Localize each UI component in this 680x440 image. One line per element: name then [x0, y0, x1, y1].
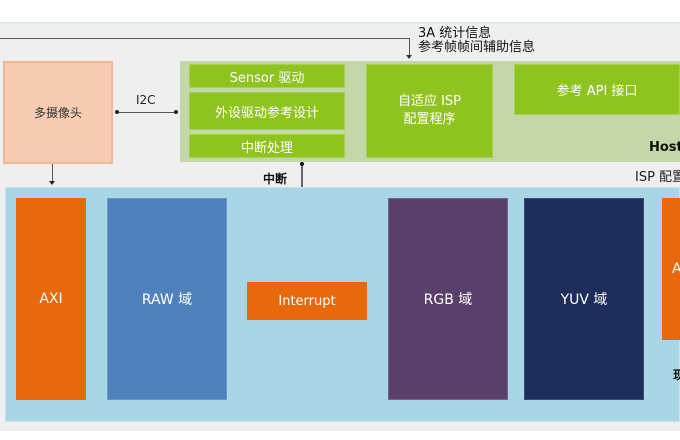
feedback-line-horizontal: [0, 38, 410, 39]
adaptive-isp-config-block: 自适应 ISP 配置程序: [366, 64, 493, 158]
stats-label-line1: 3A 统计信息: [418, 26, 492, 41]
right-partial-text: 现: [673, 368, 680, 382]
interrupt-text-label: 中断: [263, 172, 288, 186]
i2c-dot-right-icon: [174, 110, 178, 114]
interrupt-block-label: Interrupt: [278, 293, 336, 309]
right-partial-label: A: [672, 261, 680, 277]
stats-label-line2: 参考帧帧间辅助信息: [418, 40, 536, 55]
api-interface-label: 参考 API 接口: [556, 84, 638, 99]
sensor-driver-label: Sensor 驱动: [229, 70, 305, 86]
sensor-driver-block: Sensor 驱动: [189, 64, 345, 88]
camera-block: 多摄像头: [3, 61, 113, 164]
raw-domain-label: RAW 域: [141, 292, 193, 308]
host-label: Host: [649, 140, 680, 155]
i2c-label: I2C: [136, 93, 156, 107]
interrupt-handling-label: 中断处理: [240, 140, 293, 156]
rgb-domain-label: RGB 域: [423, 292, 473, 308]
interrupt-handling-block: 中断处理: [189, 134, 345, 158]
feedback-arrow-icon: [406, 55, 412, 59]
camera-down-arrow-icon: [49, 181, 55, 185]
axi-label: AXI: [39, 291, 63, 307]
camera-label: 多摄像头: [33, 106, 82, 120]
feedback-line-vertical: [409, 38, 410, 56]
peripheral-driver-label: 外设驱动参考设计: [214, 105, 319, 121]
yuv-domain-label: YUV 域: [560, 292, 608, 308]
right-partial-block: A: [662, 198, 680, 340]
i2c-line: [116, 112, 176, 113]
camera-to-axi-line: [52, 164, 53, 182]
raw-domain-block: RAW 域: [107, 198, 227, 400]
adaptive-isp-line1: 自适应 ISP: [397, 94, 462, 109]
interrupt-up-dot-icon: [300, 162, 304, 166]
i2c-dot-left-icon: [115, 110, 119, 114]
peripheral-driver-block: 外设驱动参考设计: [189, 92, 345, 130]
yuv-domain-block: YUV 域: [524, 198, 644, 400]
interrupt-block: Interrupt: [247, 282, 367, 320]
adaptive-isp-line2: 配置程序: [403, 112, 456, 127]
api-interface-block: 参考 API 接口: [514, 64, 680, 115]
rgb-domain-block: RGB 域: [388, 198, 508, 400]
axi-block: AXI: [16, 198, 86, 400]
isp-config-label: ISP 配置: [635, 170, 680, 185]
